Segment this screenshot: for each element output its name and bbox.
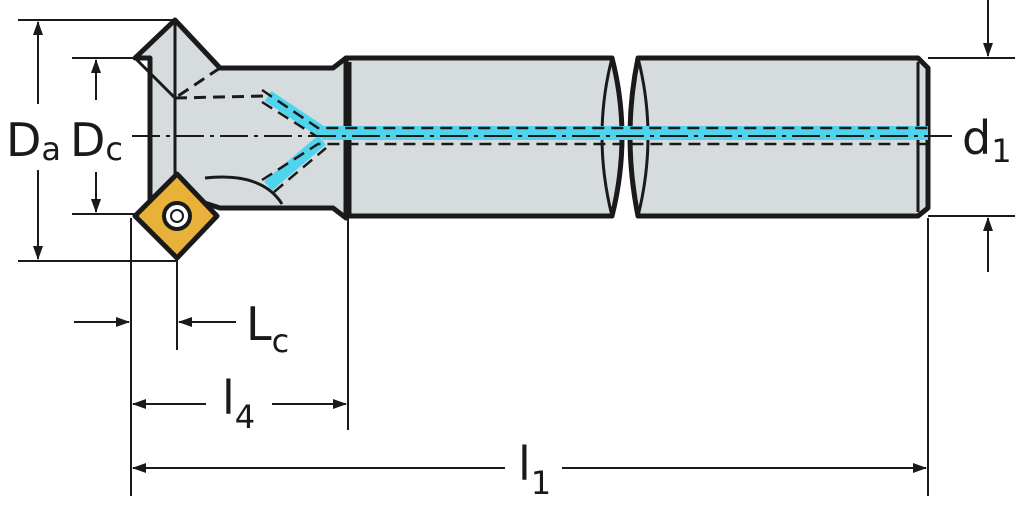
label-d1: d1: [962, 111, 1012, 170]
extension-lines: [18, 19, 1015, 496]
dimension-lines: [33, 0, 993, 473]
hidden-contour: [174, 66, 266, 100]
label-l4: l4: [222, 371, 255, 436]
insert-screw-icon: [162, 201, 192, 231]
label-lc: Lc: [246, 297, 289, 360]
head-edge: [133, 56, 177, 100]
tool-body: [132, 17, 931, 221]
insert-seat: [204, 175, 284, 205]
label-da: Da: [6, 113, 61, 168]
label-dc: Dc: [70, 113, 123, 168]
label-l1: l1: [518, 437, 551, 502]
